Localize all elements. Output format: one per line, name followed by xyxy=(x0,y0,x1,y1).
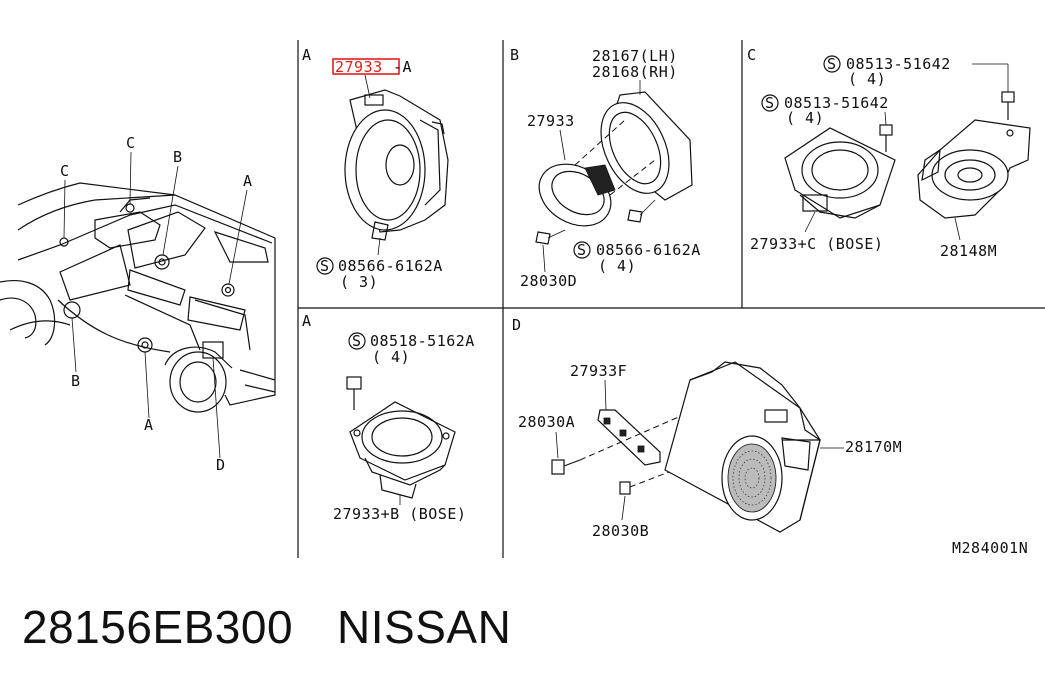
panel-c-tweeter: 28148M xyxy=(940,242,997,260)
panel-b-label: B xyxy=(510,46,519,64)
panel-a-top: A 27933 -A S 08566-6162A ( 3) xyxy=(302,46,449,291)
panel-a2-screw-qty: ( 4) xyxy=(372,348,410,366)
symbol-s-b: S xyxy=(577,241,586,259)
panel-a2-speaker: 27933+B (BOSE) xyxy=(333,505,466,523)
bracket-rh: 28168(RH) xyxy=(592,63,678,81)
bracket-lh: 28167(LH) xyxy=(592,47,678,65)
panel-d-bracket: 27933F xyxy=(570,362,627,380)
callout-a1: A xyxy=(243,172,252,190)
panel-d-clip-b: 28030B xyxy=(592,522,649,540)
diagram-reference: M284001N xyxy=(952,539,1028,557)
highlight-part-number: 27933 xyxy=(335,58,383,76)
panel-b-screw-qty: ( 4) xyxy=(598,257,636,275)
panel-b-speaker: 27933 xyxy=(527,112,575,130)
callout-c1: C xyxy=(60,162,69,180)
symbol-s: S xyxy=(320,257,329,275)
callout-a2: A xyxy=(144,416,153,434)
panel-b-clip: 28030D xyxy=(520,272,577,290)
vehicle-overview: C C B A B A D xyxy=(0,134,276,474)
caption: 28156EB300 NISSAN xyxy=(22,600,555,654)
panel-a2-label: A xyxy=(302,312,311,330)
callout-c2: C xyxy=(126,134,135,152)
part-number: 28156EB300 xyxy=(22,601,294,653)
panel-c-bolt2-qty: ( 4) xyxy=(786,109,824,127)
panel-a2-screw-code: 08518-5162A xyxy=(370,332,475,350)
panel-b: B 28167(LH) 28168(RH) 27933 S 08566-6162… xyxy=(510,46,701,290)
panel-d-subwoofer: 28170M xyxy=(845,438,902,456)
symbol-s-c2: S xyxy=(765,94,774,112)
callout-b1: B xyxy=(173,148,182,166)
panel-b-screw-code: 08566-6162A xyxy=(596,241,701,259)
panel-c: C S 08513-51642 ( 4) S 08513-51642 ( 4) … xyxy=(747,46,1031,260)
symbol-s-c1: S xyxy=(827,55,836,73)
panel-a-screw-code: 08566-6162A xyxy=(338,257,443,275)
highlight-box xyxy=(332,58,400,75)
panel-c-bolt-qty: ( 4) xyxy=(848,70,886,88)
panel-d-clip-a: 28030A xyxy=(518,413,575,431)
callout-d: D xyxy=(216,456,225,474)
panel-a-bottom: A S 08518-5162A ( 4) 27933+B (BOSE) xyxy=(302,312,475,523)
highlight-suffix: -A xyxy=(393,58,412,76)
panel-c-label: C xyxy=(747,46,756,64)
panel-a-screw-qty: ( 3) xyxy=(340,273,378,291)
panel-c-speaker: 27933+C (BOSE) xyxy=(750,235,883,253)
panel-d: D 27933F 28030A 28030B 28170M xyxy=(512,316,902,540)
panel-d-label: D xyxy=(512,316,521,334)
brand-name: NISSAN xyxy=(337,601,512,653)
panel-c-bolt2-code: 08513-51642 xyxy=(784,94,889,112)
panel-a-label: A xyxy=(302,46,311,64)
panel-c-bolt-code: 08513-51642 xyxy=(846,55,951,73)
symbol-s-a2: S xyxy=(352,332,361,350)
callout-b2: B xyxy=(71,372,80,390)
panel-grid xyxy=(297,40,1045,558)
